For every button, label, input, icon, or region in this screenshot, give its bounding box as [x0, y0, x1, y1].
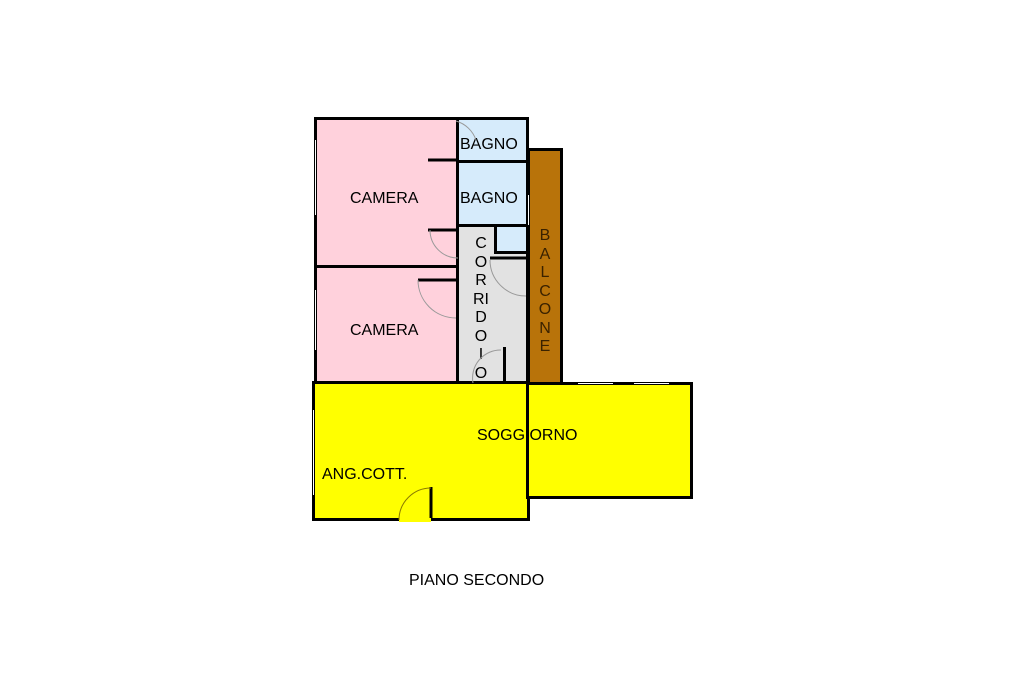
- room-label-ang-cott: ANG.COTT.: [322, 466, 408, 483]
- closet: [494, 224, 529, 254]
- room-bagno-top: BAGNO: [456, 117, 529, 164]
- room-ang-cott: ANG.COTT.: [312, 381, 530, 521]
- room-label-soggiorno: SOGGIORNO: [477, 427, 578, 444]
- room-label-bagno-middle: BAGNO: [460, 190, 518, 207]
- window: [578, 383, 613, 384]
- room-label-balcone: BALCONE: [538, 227, 552, 355]
- window: [634, 383, 669, 384]
- floor-title: PIANO SECONDO: [409, 572, 545, 589]
- partition-wall: [503, 347, 506, 386]
- room-label-corridoio: CORRIDOIO: [473, 235, 489, 382]
- window: [528, 195, 529, 225]
- room-label-camera-top: CAMERA: [350, 190, 419, 207]
- room-camera-top: CAMERA: [314, 117, 461, 268]
- room-label-bagno-top: BAGNO: [460, 136, 518, 153]
- window: [313, 410, 314, 495]
- room-corridoio: CORRIDOIO: [456, 224, 529, 386]
- window: [315, 290, 316, 350]
- room-label-camera-bottom: CAMERA: [350, 322, 419, 339]
- window: [315, 140, 316, 215]
